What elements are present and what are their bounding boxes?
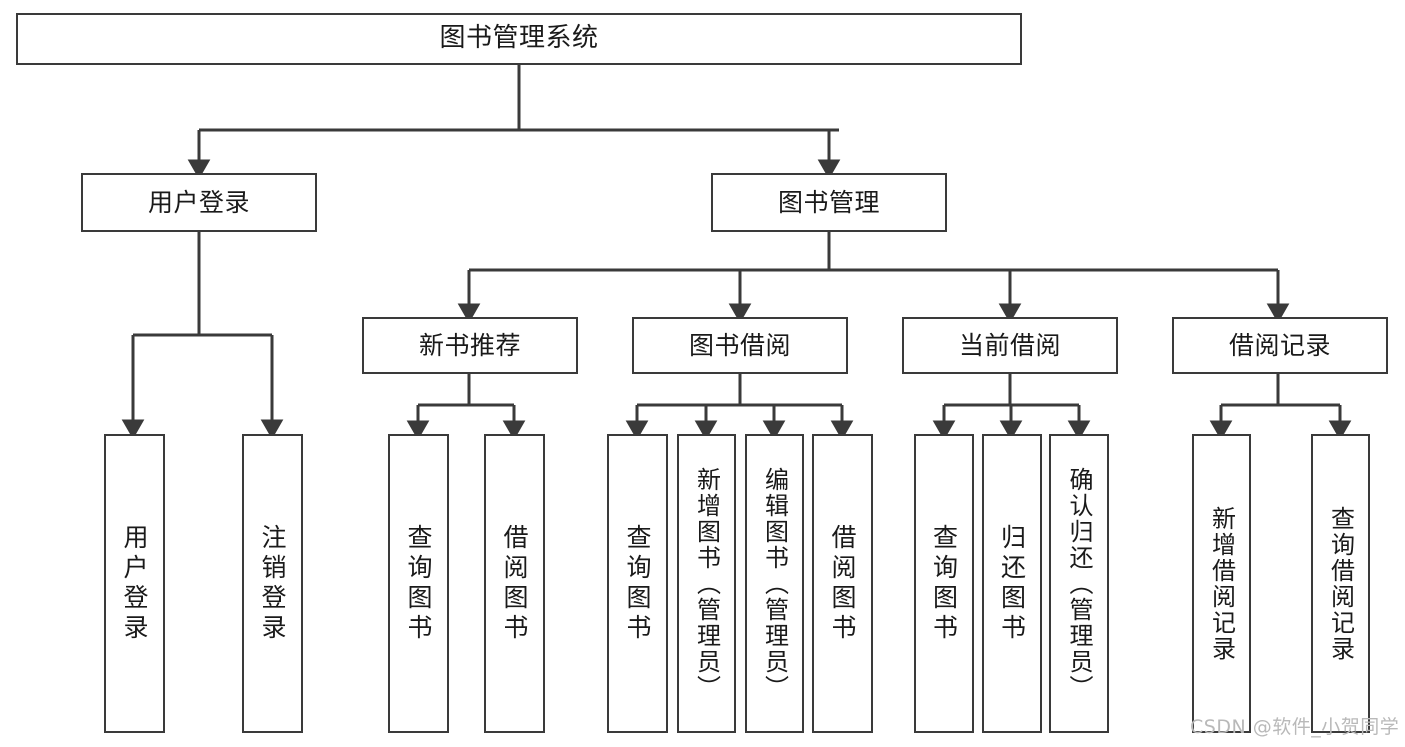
node-label: 图书管理系统	[439, 23, 599, 54]
node-label: 当前借阅	[958, 330, 1061, 360]
node-label: 借阅图书	[828, 523, 857, 644]
leaf-edit-book-admin[interactable]: 编辑图书（管理员）	[745, 434, 804, 733]
leaf-query-book-recommend[interactable]: 查询图书	[388, 434, 449, 733]
leaf-add-book-admin[interactable]: 新增图书（管理员）	[677, 434, 736, 733]
csdn-watermark: CSDN @软件_小贺同学	[1190, 716, 1400, 738]
node-label: 借阅记录	[1228, 330, 1331, 360]
node-label: 用户登录	[120, 523, 149, 644]
node-label: 用户登录	[147, 187, 250, 217]
node-borrow-record[interactable]: 借阅记录	[1172, 317, 1388, 374]
node-label: 注销登录	[258, 523, 287, 644]
node-user-login[interactable]: 用户登录	[81, 173, 317, 232]
node-new-book-recommend[interactable]: 新书推荐	[362, 317, 578, 374]
leaf-borrow-book[interactable]: 借阅图书	[812, 434, 873, 733]
leaf-query-borrow-record[interactable]: 查询借阅记录	[1311, 434, 1370, 733]
node-label: 确认归还（管理员）	[1065, 466, 1093, 701]
node-label: 图书管理	[777, 187, 880, 217]
leaf-logout-login[interactable]: 注销登录	[242, 434, 303, 733]
node-label: 新书推荐	[418, 330, 521, 360]
leaf-user-login[interactable]: 用户登录	[104, 434, 165, 733]
node-current-borrow[interactable]: 当前借阅	[902, 317, 1118, 374]
node-label: 查询图书	[623, 523, 652, 644]
node-label: 新增图书（管理员）	[692, 466, 721, 701]
leaf-query-book-borrow[interactable]: 查询图书	[607, 434, 668, 733]
node-label: 查询图书	[404, 523, 433, 644]
node-label: 查询借阅记录	[1326, 505, 1355, 662]
node-label: 新增借阅记录	[1207, 505, 1236, 662]
node-book-borrow[interactable]: 图书借阅	[632, 317, 848, 374]
node-label: 图书借阅	[688, 330, 791, 360]
leaf-return-book[interactable]: 归还图书	[982, 434, 1042, 733]
leaf-borrow-book-recommend[interactable]: 借阅图书	[484, 434, 545, 733]
node-label: 借阅图书	[500, 523, 529, 644]
leaf-add-borrow-record[interactable]: 新增借阅记录	[1192, 434, 1251, 733]
node-label: 查询图书	[929, 523, 959, 644]
leaf-query-book-current[interactable]: 查询图书	[914, 434, 974, 733]
node-label: 归还图书	[997, 523, 1027, 644]
node-book-manage[interactable]: 图书管理	[711, 173, 947, 232]
node-label: 编辑图书（管理员）	[760, 466, 789, 701]
node-root-system[interactable]: 图书管理系统	[16, 13, 1022, 65]
leaf-confirm-return-admin[interactable]: 确认归还（管理员）	[1049, 434, 1109, 733]
